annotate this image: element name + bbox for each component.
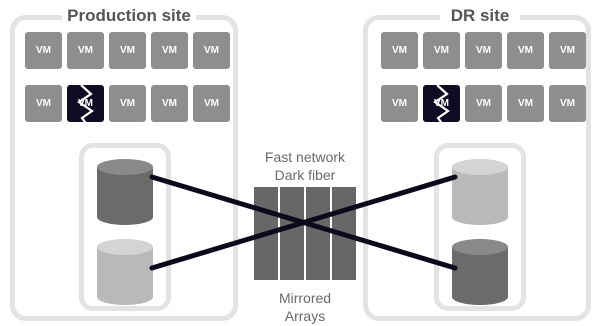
lightning-bolt-icon (77, 84, 94, 127)
vm-tile: VM (109, 85, 146, 122)
vm-tile: VM (151, 85, 188, 122)
vm-label: VM (476, 98, 491, 109)
network-label-line2: Dark fiber (274, 167, 336, 183)
vm-label: VM (392, 98, 407, 109)
network-label-line1: Fast network (264, 149, 346, 165)
vm-label: VM (560, 45, 575, 56)
vm-label: VM (162, 98, 177, 109)
vm-label: VM (78, 98, 93, 109)
vm-tile: VM (109, 32, 146, 69)
production-disk-bottom (97, 239, 153, 305)
vm-tile: VM (549, 85, 586, 122)
production-disk-top (97, 159, 153, 225)
vm-label: VM (204, 98, 219, 109)
production-site-title: Production site (62, 3, 196, 29)
vm-label: VM (434, 98, 449, 109)
vm-tile: VM (193, 32, 230, 69)
failed-vm-tile: VM (423, 84, 460, 127)
vm-tile: VM (25, 85, 62, 122)
vm-tile: VM (507, 85, 544, 122)
vm-tile: VM (381, 32, 418, 69)
network-switch-bar (278, 187, 304, 280)
vm-label: VM (162, 45, 177, 56)
arrays-label: Mirrored Arrays (245, 289, 365, 325)
vm-label: VM (518, 98, 533, 109)
fiber-link-prod-bottom-to-dr-top (149, 174, 458, 271)
vm-tile: VM (507, 32, 544, 69)
vm-tile: VM (549, 32, 586, 69)
vm-label: VM (476, 45, 491, 56)
vm-tile: VM (151, 32, 188, 69)
vm-label: VM (120, 45, 135, 56)
vm-tile: VM (465, 32, 502, 69)
network-switch-bar (304, 187, 330, 280)
lightning-bolt-icon (433, 84, 450, 127)
vm-label: VM (392, 45, 407, 56)
vm-label: VM (120, 98, 135, 109)
vm-label: VM (518, 45, 533, 56)
arrays-label-line1: Mirrored (278, 290, 332, 306)
vm-label: VM (560, 98, 575, 109)
dr-disk-bottom (452, 239, 508, 305)
dr-site-title: DR site (440, 3, 520, 29)
arrays-label-line2: Arrays (284, 308, 326, 324)
vm-label: VM (434, 45, 449, 56)
vm-label: VM (36, 45, 51, 56)
vm-tile: VM (193, 85, 230, 122)
production-storage-frame (79, 143, 171, 311)
dr-disk-top (452, 159, 508, 225)
vm-label: VM (36, 98, 51, 109)
failed-vm-tile: VM (67, 84, 104, 127)
vm-tile: VM (423, 32, 460, 69)
vm-tile: VM (67, 32, 104, 69)
network-label: Fast network Dark fiber (245, 148, 365, 184)
vm-tile: VM (465, 85, 502, 122)
vm-label: VM (204, 45, 219, 56)
vm-label: VM (78, 45, 93, 56)
vm-tile: VM (381, 85, 418, 122)
vm-tile: VM (25, 32, 62, 69)
